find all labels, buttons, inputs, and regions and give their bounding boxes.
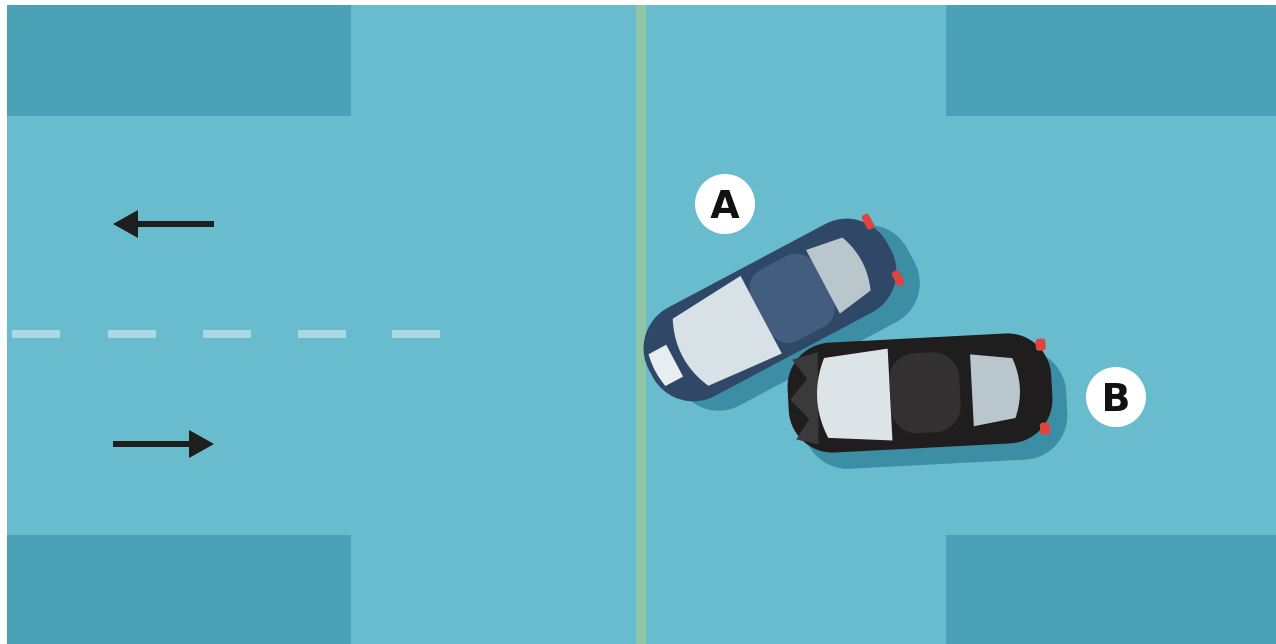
car-b-roof [888,351,962,435]
center-line [636,5,646,644]
car-b [785,330,1069,471]
vehicle-label-b: B [1086,367,1146,427]
corner-block-top-right [946,5,1276,116]
lane-dash [108,330,156,338]
corner-block-bottom-left [7,535,351,644]
car-b-taillight [1035,338,1046,351]
lane-dash [392,330,440,338]
lane-dash [203,330,251,338]
car-b-rear-window [970,352,1022,426]
label-text-a: A [710,183,740,227]
vehicle-label-a: A [695,174,755,234]
lane-dash [298,330,346,338]
lane-dash [12,330,60,338]
car-b-taillight [1040,422,1051,435]
corner-block-top-left [7,5,351,116]
car-b-windshield [815,349,893,445]
label-text-b: B [1102,376,1131,420]
corner-block-bottom-right [946,535,1276,644]
